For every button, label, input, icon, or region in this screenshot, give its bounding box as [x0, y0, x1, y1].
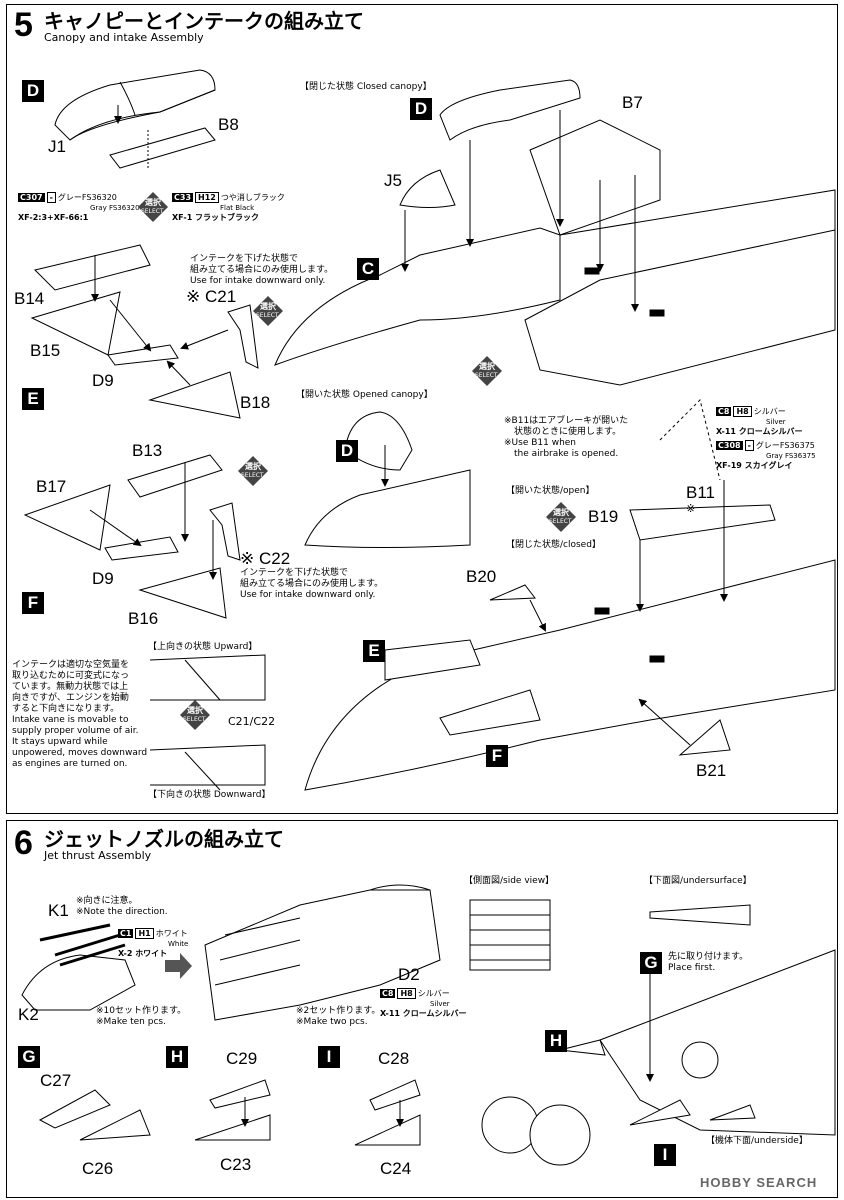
part-c26: C26	[82, 1159, 114, 1178]
intake-vane-note: インテークは適切な空気量を 取り込むために可変式になっ ています。無動力状態では…	[12, 660, 148, 769]
part-j1: J1	[48, 137, 66, 156]
nozzle-d2-drawing	[204, 884, 441, 1021]
watermark: HOBBY SEARCH	[700, 1175, 818, 1190]
part-c21: ※ C21	[186, 287, 237, 306]
paint-c308: C308-グレーFS36375 Gray FS36375 XF-19 スカイグレ…	[716, 440, 816, 470]
part-b7: B7	[622, 93, 643, 112]
undersurface-label: 【下面図/undersurface】	[644, 876, 752, 886]
intake-assembly-fuselage-drawing	[304, 399, 836, 791]
step6-number: 6	[14, 824, 33, 862]
b11-note: ※B11はエアブレーキが開いた 状態のときに使用します。 ※Use B11 wh…	[504, 416, 629, 459]
part-b8-drawing	[109, 127, 216, 170]
part-b17: B17	[36, 477, 67, 496]
step5-subtitle: Canopy and intake Assembly	[44, 31, 204, 44]
two-sets-note: ※2セット作ります。 ※Make two pcs.	[296, 1006, 381, 1027]
b11-mark: ※	[686, 502, 696, 515]
part-b20: B20	[466, 567, 497, 586]
part-c29: C29	[226, 1049, 258, 1068]
label-i-assembly: I	[654, 1144, 676, 1166]
step5-number: 5	[14, 6, 33, 44]
step6-subtitle: Jet thrust Assembly	[44, 849, 152, 862]
step5-title: キャノピーとインテークの組み立て	[44, 9, 364, 33]
part-c24: C24	[380, 1159, 412, 1178]
closed-canopy-fuselage-drawing	[274, 79, 836, 386]
arrow-right-icon	[165, 953, 192, 979]
part-c27: C27	[40, 1071, 72, 1090]
select-badge-c21: 選択 SELECT	[253, 296, 283, 326]
part-d9-top: D9	[92, 371, 114, 390]
side-view-drawing	[469, 899, 551, 971]
opened-canopy-label: 【開いた状態 Opened canopy】	[296, 390, 433, 400]
label-f: F	[22, 592, 44, 614]
label-d: D	[22, 80, 44, 102]
part-j5: J5	[384, 171, 402, 190]
label-e-lower: E	[363, 640, 385, 662]
step6-title: ジェットノズルの組み立て	[44, 827, 284, 851]
side-view-label: 【側面図/side view】	[464, 876, 555, 886]
intake-vane-diagrams	[149, 654, 266, 791]
upward-label: 【上向きの状態 Upward】	[148, 642, 258, 652]
part-c21-c22: C21/C22	[228, 715, 276, 728]
part-c28: C28	[378, 1049, 410, 1068]
part-b16: B16	[128, 609, 159, 628]
label-d-closed: D	[410, 98, 432, 120]
part-b21: B21	[696, 761, 727, 780]
part-b13: B13	[132, 441, 163, 460]
part-k1: K1	[48, 901, 69, 920]
select-badge-paint: 選択 SELECT	[138, 192, 168, 222]
label-f-lower: F	[486, 745, 508, 767]
part-c23: C23	[220, 1155, 252, 1174]
intake-note-1: インテークを下げた状態で 組み立てる場合にのみ使用します。 Use for in…	[190, 254, 334, 286]
select-badge-vane: 選択 SELECT	[180, 700, 210, 730]
direction-note: ※向きに注意。 ※Note the direction.	[76, 896, 168, 917]
intake-e-drawings	[30, 244, 259, 419]
label-i: I	[318, 1046, 340, 1068]
label-e: E	[22, 388, 44, 410]
part-d9-bottom: D9	[92, 569, 114, 588]
part-b15: B15	[30, 341, 61, 360]
part-d2: D2	[398, 965, 420, 984]
part-k2: K2	[18, 1005, 39, 1024]
select-badge-canopy: 選択 SELECT	[472, 356, 502, 386]
place-first-note: 先に取り付けます。 Place first.	[668, 952, 749, 973]
label-g: G	[18, 1046, 40, 1068]
intake-f-drawings	[23, 454, 241, 619]
label-g-assembly: G	[640, 952, 662, 974]
part-b18: B18	[240, 393, 271, 412]
canopy-j1-drawing	[54, 69, 216, 141]
undersurface-drawing	[649, 904, 751, 926]
ten-sets-note: ※10セット作ります。 ※Make ten pcs.	[96, 1006, 187, 1027]
select-badge-c22: 選択 SELECT	[238, 456, 268, 486]
paint-c307: C307-グレーFS36320 Gray FS36320 XF-2:3+XF-6…	[18, 192, 140, 222]
label-d-opened: D	[336, 440, 358, 462]
closed-state-label: 【閉じた状態/closed】	[506, 540, 601, 550]
paint-c307-code: C307	[18, 193, 45, 202]
intake-note-2: インテークを下げた状態で 組み立てる場合にのみ使用します。 Use for in…	[240, 568, 384, 600]
label-c: C	[357, 258, 379, 280]
downward-label: 【下向きの状態 Downward】	[148, 790, 271, 800]
part-c22: ※ C22	[240, 549, 291, 568]
closed-canopy-label: 【閉じた状態 Closed canopy】	[300, 82, 432, 92]
underside-label: 【機体下面/underside】	[706, 1136, 808, 1146]
opened-canopy-fuselage-drawing	[304, 411, 471, 548]
nozzle-g-h-i-drawings	[38, 1079, 421, 1146]
nozzle-k2-drawing	[21, 923, 136, 1011]
label-h: H	[166, 1046, 188, 1068]
part-b14: B14	[14, 289, 45, 308]
part-b19: B19	[588, 507, 619, 526]
select-badge-b19: 選択 SELECT	[546, 502, 576, 532]
part-b11: B11	[686, 483, 715, 502]
open-state-label: 【開いた状態/open】	[506, 486, 595, 496]
label-h-assembly: H	[545, 1030, 567, 1052]
part-b8: B8	[218, 115, 239, 134]
rear-fuselage-nozzles-drawing	[481, 949, 836, 1166]
